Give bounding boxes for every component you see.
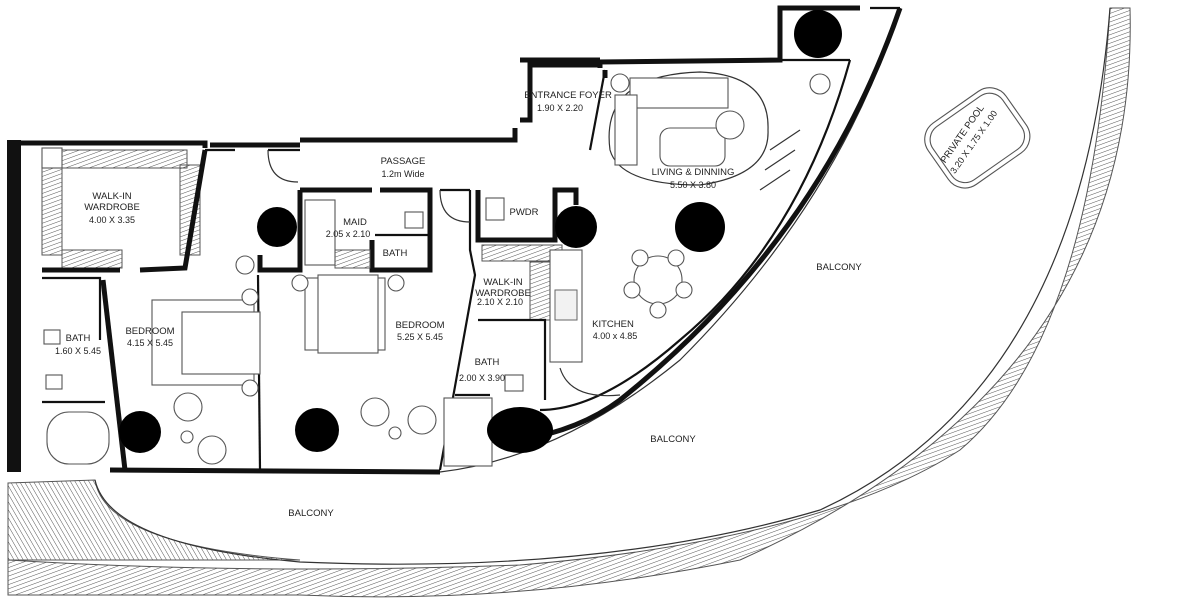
maid-closet <box>334 249 371 269</box>
room-label-bedroom-2: BEDROOM <box>395 320 444 331</box>
nightstand-1b <box>241 379 259 397</box>
room-size-walk-in-wardrobe-2: 2.10 X 2.10 <box>477 297 523 307</box>
coffee-table <box>659 127 726 167</box>
room-label-bath-1: BATH <box>66 333 91 344</box>
kitchen-island <box>559 367 621 397</box>
dining-chair-2 <box>667 249 685 267</box>
room-label-bedroom-1: BEDROOM <box>125 326 174 337</box>
wardrobe-1-shelf-right <box>179 164 201 256</box>
bedroom-2-door-arc <box>439 189 471 223</box>
wardrobe-1-wall <box>42 149 208 273</box>
wall-right-upper <box>588 6 900 151</box>
column-2 <box>257 207 297 247</box>
nightstand-2b <box>387 274 405 292</box>
room-label-pwdr: PWDR <box>509 207 538 218</box>
bath-2-shower <box>443 397 493 467</box>
room-label-bath-2: BATH <box>475 357 500 368</box>
bed-2-frame <box>317 274 379 354</box>
room-label-balcony-mid: BALCONY <box>650 434 696 445</box>
balcony-edge-right <box>7 7 1131 598</box>
wardrobe-1-shelf-left <box>41 164 63 256</box>
room-label-passage: PASSAGE <box>381 156 426 167</box>
armchair-1b <box>197 435 227 465</box>
armchair-living <box>715 110 745 140</box>
dining-chair-3 <box>623 281 641 299</box>
wall-bottom-inner <box>109 467 441 475</box>
balcony-edge-left <box>7 479 301 561</box>
room-size-bath-2: 2.00 X 3.90 <box>459 373 505 383</box>
room-label-living-dinning: LIVING & DINNING <box>652 167 735 178</box>
wall-curved-right <box>539 59 852 412</box>
room-size-walk-in-wardrobe-1: 4.00 X 3.35 <box>89 215 135 225</box>
bathtub <box>46 411 110 465</box>
basin-1 <box>43 329 61 345</box>
toilet-1 <box>45 374 63 390</box>
room-label-balcony-right: BALCONY <box>816 262 862 273</box>
passage-door-arc <box>267 149 299 183</box>
room-size-bedroom-1: 4.15 X 5.45 <box>127 338 173 348</box>
room-size-entrance-foyer: 1.90 X 2.20 <box>537 103 583 113</box>
bed-1-headboard <box>181 311 261 375</box>
sofa-back <box>629 77 729 109</box>
wardrobe-1-corner <box>41 147 63 169</box>
private-pool-inner <box>929 92 1026 184</box>
dining-chair-5 <box>649 301 667 319</box>
room-label-balcony-bottom: BALCONY <box>288 508 334 519</box>
exterior-wall-top <box>8 62 608 148</box>
wardrobe-2-shelf-side <box>529 261 551 321</box>
wall-curved-right-outer <box>519 7 903 443</box>
room-label-maid: MAID <box>343 217 367 228</box>
side-table-1 <box>180 430 194 444</box>
room-label-bath-maid: BATH <box>383 248 408 259</box>
pwdr-basin <box>485 197 505 221</box>
bath-2-wall <box>455 318 547 400</box>
room-size-passage: 1.2m Wide <box>381 169 424 179</box>
balcony-outline <box>94 7 1111 565</box>
room-label-kitchen: KITCHEN <box>592 319 634 330</box>
sofa-side <box>614 94 638 166</box>
column-3 <box>555 206 597 248</box>
column-7 <box>487 407 553 453</box>
room-size-bath-1: 1.60 X 5.45 <box>55 346 101 356</box>
maid-wall <box>257 187 433 273</box>
wardrobe-1-shelf-bottom <box>61 249 123 269</box>
column-4 <box>675 202 725 252</box>
planter-1 <box>235 255 255 275</box>
nightstand-2a <box>291 274 309 292</box>
room-size-maid: 2.05 x 2.10 <box>326 229 371 239</box>
living-glazing <box>759 129 801 191</box>
kitchen-cooktop <box>554 289 578 321</box>
maid-bed <box>304 199 336 266</box>
pwdr-wall <box>475 187 579 243</box>
bath-2-basin <box>504 374 524 392</box>
dining-chair-4 <box>675 281 693 299</box>
dining-chair-1 <box>631 249 649 267</box>
armchair-2a <box>360 397 390 427</box>
room-size-kitchen: 4.00 x 4.85 <box>593 331 638 341</box>
room-size-living-dinning: 5.50 X 3.80 <box>670 180 716 190</box>
armchair-2b <box>407 405 437 435</box>
planter-2 <box>610 73 630 93</box>
room-size-bedroom-2: 5.25 X 5.45 <box>397 332 443 342</box>
room-label-entrance-foyer: ENTRANCE FOYER <box>524 90 612 101</box>
bedroom-2-wall <box>438 188 477 471</box>
maid-bath-basin <box>404 211 424 229</box>
column-6 <box>295 408 339 452</box>
nightstand-1a <box>241 288 259 306</box>
column-1 <box>794 10 842 58</box>
planter-3 <box>809 73 831 95</box>
column-5 <box>119 411 161 453</box>
bath-1-wall <box>42 276 105 404</box>
armchair-1a <box>173 392 203 422</box>
side-table-2 <box>388 426 402 440</box>
wardrobe-1-shelf-top <box>61 149 188 169</box>
